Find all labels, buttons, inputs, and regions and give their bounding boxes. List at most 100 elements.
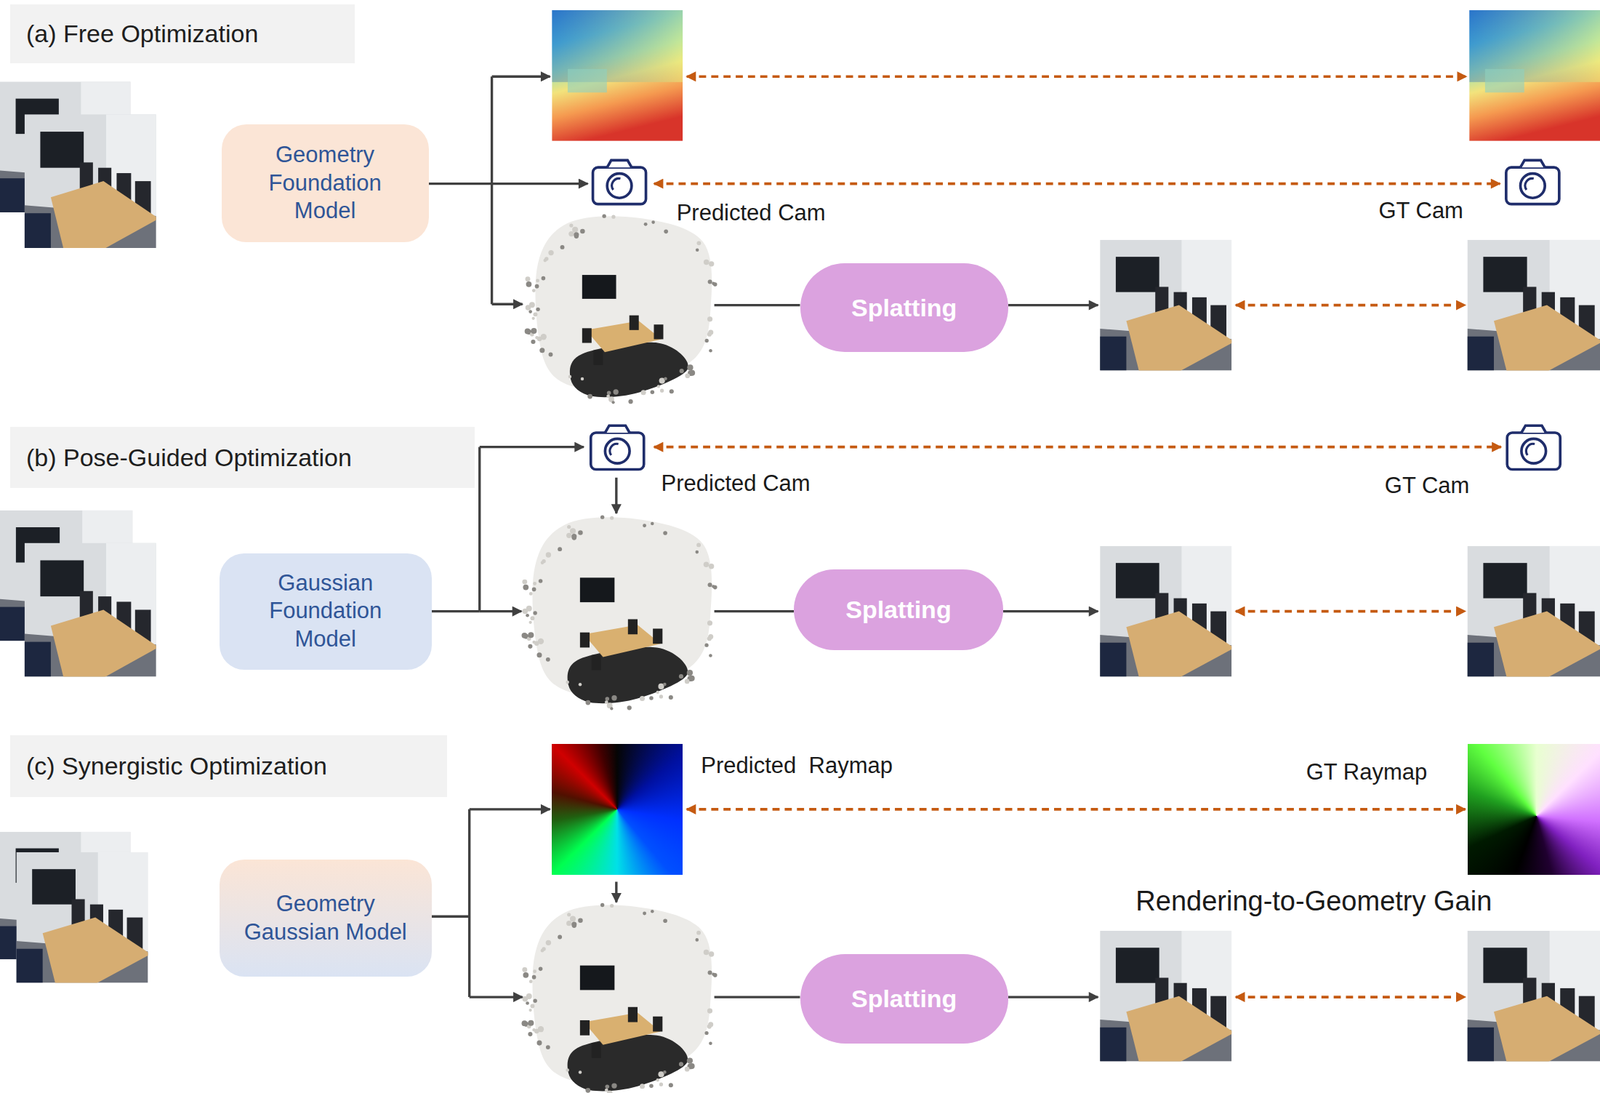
cloud-dot: [585, 1087, 591, 1093]
flow-arrow: [714, 303, 801, 307]
cloud-dot: [611, 1082, 617, 1088]
cloud-dot: [526, 993, 533, 999]
cloud-dot: [705, 338, 709, 343]
cloud-dot: [578, 1070, 582, 1073]
camera-glint: [1525, 443, 1535, 456]
depth-map: [1469, 10, 1600, 142]
supervision-arrow: [654, 182, 1501, 186]
flow-arrow: [492, 75, 551, 78]
cloud-chair: [628, 1006, 638, 1023]
cloud-dot: [528, 309, 533, 314]
camera-glint: [609, 443, 619, 456]
cloud-chair: [653, 324, 663, 339]
flow-arrow: [428, 182, 493, 185]
cloud-dot: [659, 1082, 663, 1087]
cloud-dot: [707, 316, 713, 322]
cloud-dot: [605, 1083, 610, 1089]
cloud-chair: [580, 1019, 590, 1036]
cloud-dot: [529, 979, 533, 983]
cloud-dot: [567, 524, 571, 529]
flow-arrow: [479, 609, 522, 613]
cloud-dot: [529, 591, 533, 596]
flow-arrow: [479, 445, 584, 448]
section-title-band: (b) Pose-Guided Optimization: [10, 426, 475, 488]
cloud-dot: [642, 523, 647, 528]
cloud-dot: [526, 281, 533, 288]
model-name: Gaussian Foundation Model: [242, 569, 410, 654]
cloud-dot: [545, 1044, 551, 1049]
cloud-dot: [525, 1000, 530, 1005]
cloud-dot: [696, 543, 701, 548]
depth-map: [551, 10, 683, 142]
cloud-dot: [704, 1030, 709, 1035]
cloud-dot: [569, 223, 573, 227]
cloud-dot: [535, 284, 540, 289]
cloud-dot: [573, 231, 579, 237]
cloud-dot: [684, 372, 690, 379]
cloud-dot: [703, 949, 710, 956]
cloud-dot: [604, 700, 609, 704]
cloud-dot: [540, 561, 545, 565]
cloud-dot: [644, 222, 648, 227]
cloud-floor: [569, 342, 689, 397]
cloud-dot: [697, 240, 702, 245]
bag: [24, 212, 51, 248]
cloud-dot: [525, 613, 530, 618]
flow-arrow: [468, 809, 471, 997]
camera-icon: [1506, 159, 1560, 204]
cloud-dot: [585, 700, 591, 706]
room-photo: [1467, 239, 1600, 371]
cloud-dot: [639, 695, 645, 701]
bag: [15, 948, 43, 983]
cloud-dot: [529, 1003, 535, 1008]
cloud-dot: [707, 620, 713, 626]
tv: [1482, 256, 1527, 293]
cloud-dot: [703, 561, 710, 568]
table: [42, 917, 149, 983]
cloud-dot: [548, 250, 554, 256]
room-photo: [1099, 930, 1232, 1062]
cloud-dot: [707, 1008, 713, 1014]
cloud-dot: [713, 282, 718, 287]
table: [50, 181, 157, 248]
cloud-dot: [668, 694, 674, 700]
bag: [1467, 642, 1494, 677]
model-box: Geometry Foundation Model: [221, 124, 429, 242]
table: [1126, 611, 1232, 677]
cloud-dot: [708, 348, 713, 353]
cloud-dot: [649, 1083, 654, 1089]
flow-arrow: [1008, 303, 1099, 307]
cloud-dot: [708, 279, 713, 285]
cloud-dot: [678, 1061, 684, 1066]
point-cloud: [521, 902, 718, 1093]
room-photo: [1467, 930, 1600, 1062]
cloud-dot: [686, 1056, 693, 1063]
cloud-dot: [650, 521, 655, 526]
camera-lens: [1521, 438, 1547, 464]
cloud-dot: [536, 652, 542, 658]
cloud-dot: [529, 301, 536, 308]
predicted-raymap: [551, 743, 683, 875]
section-title: (c) Synergistic Optimization: [26, 750, 328, 782]
cloud-dot: [663, 377, 668, 381]
cloud-dot: [548, 352, 554, 357]
cloud-dot: [565, 680, 570, 685]
cloud-dot: [707, 332, 712, 337]
cloud-dot: [525, 276, 531, 282]
cloud-dot: [707, 1023, 712, 1028]
cloud-dot: [627, 705, 632, 710]
cloud-dot: [567, 912, 571, 916]
camera-icon: [591, 425, 645, 469]
bag: [0, 606, 27, 642]
cloud-dot: [678, 673, 684, 679]
point-cloud: [521, 515, 718, 711]
cloud-dot: [577, 529, 584, 536]
cloud-tv: [582, 274, 617, 299]
image-label: GT Cam: [1378, 197, 1464, 224]
cloud-dot: [539, 347, 545, 353]
cloud-dot: [530, 339, 536, 344]
cloud-dot: [686, 364, 693, 371]
room-photo: [24, 114, 157, 248]
cloud-chair: [652, 1016, 663, 1032]
cloud-dot: [541, 276, 546, 281]
